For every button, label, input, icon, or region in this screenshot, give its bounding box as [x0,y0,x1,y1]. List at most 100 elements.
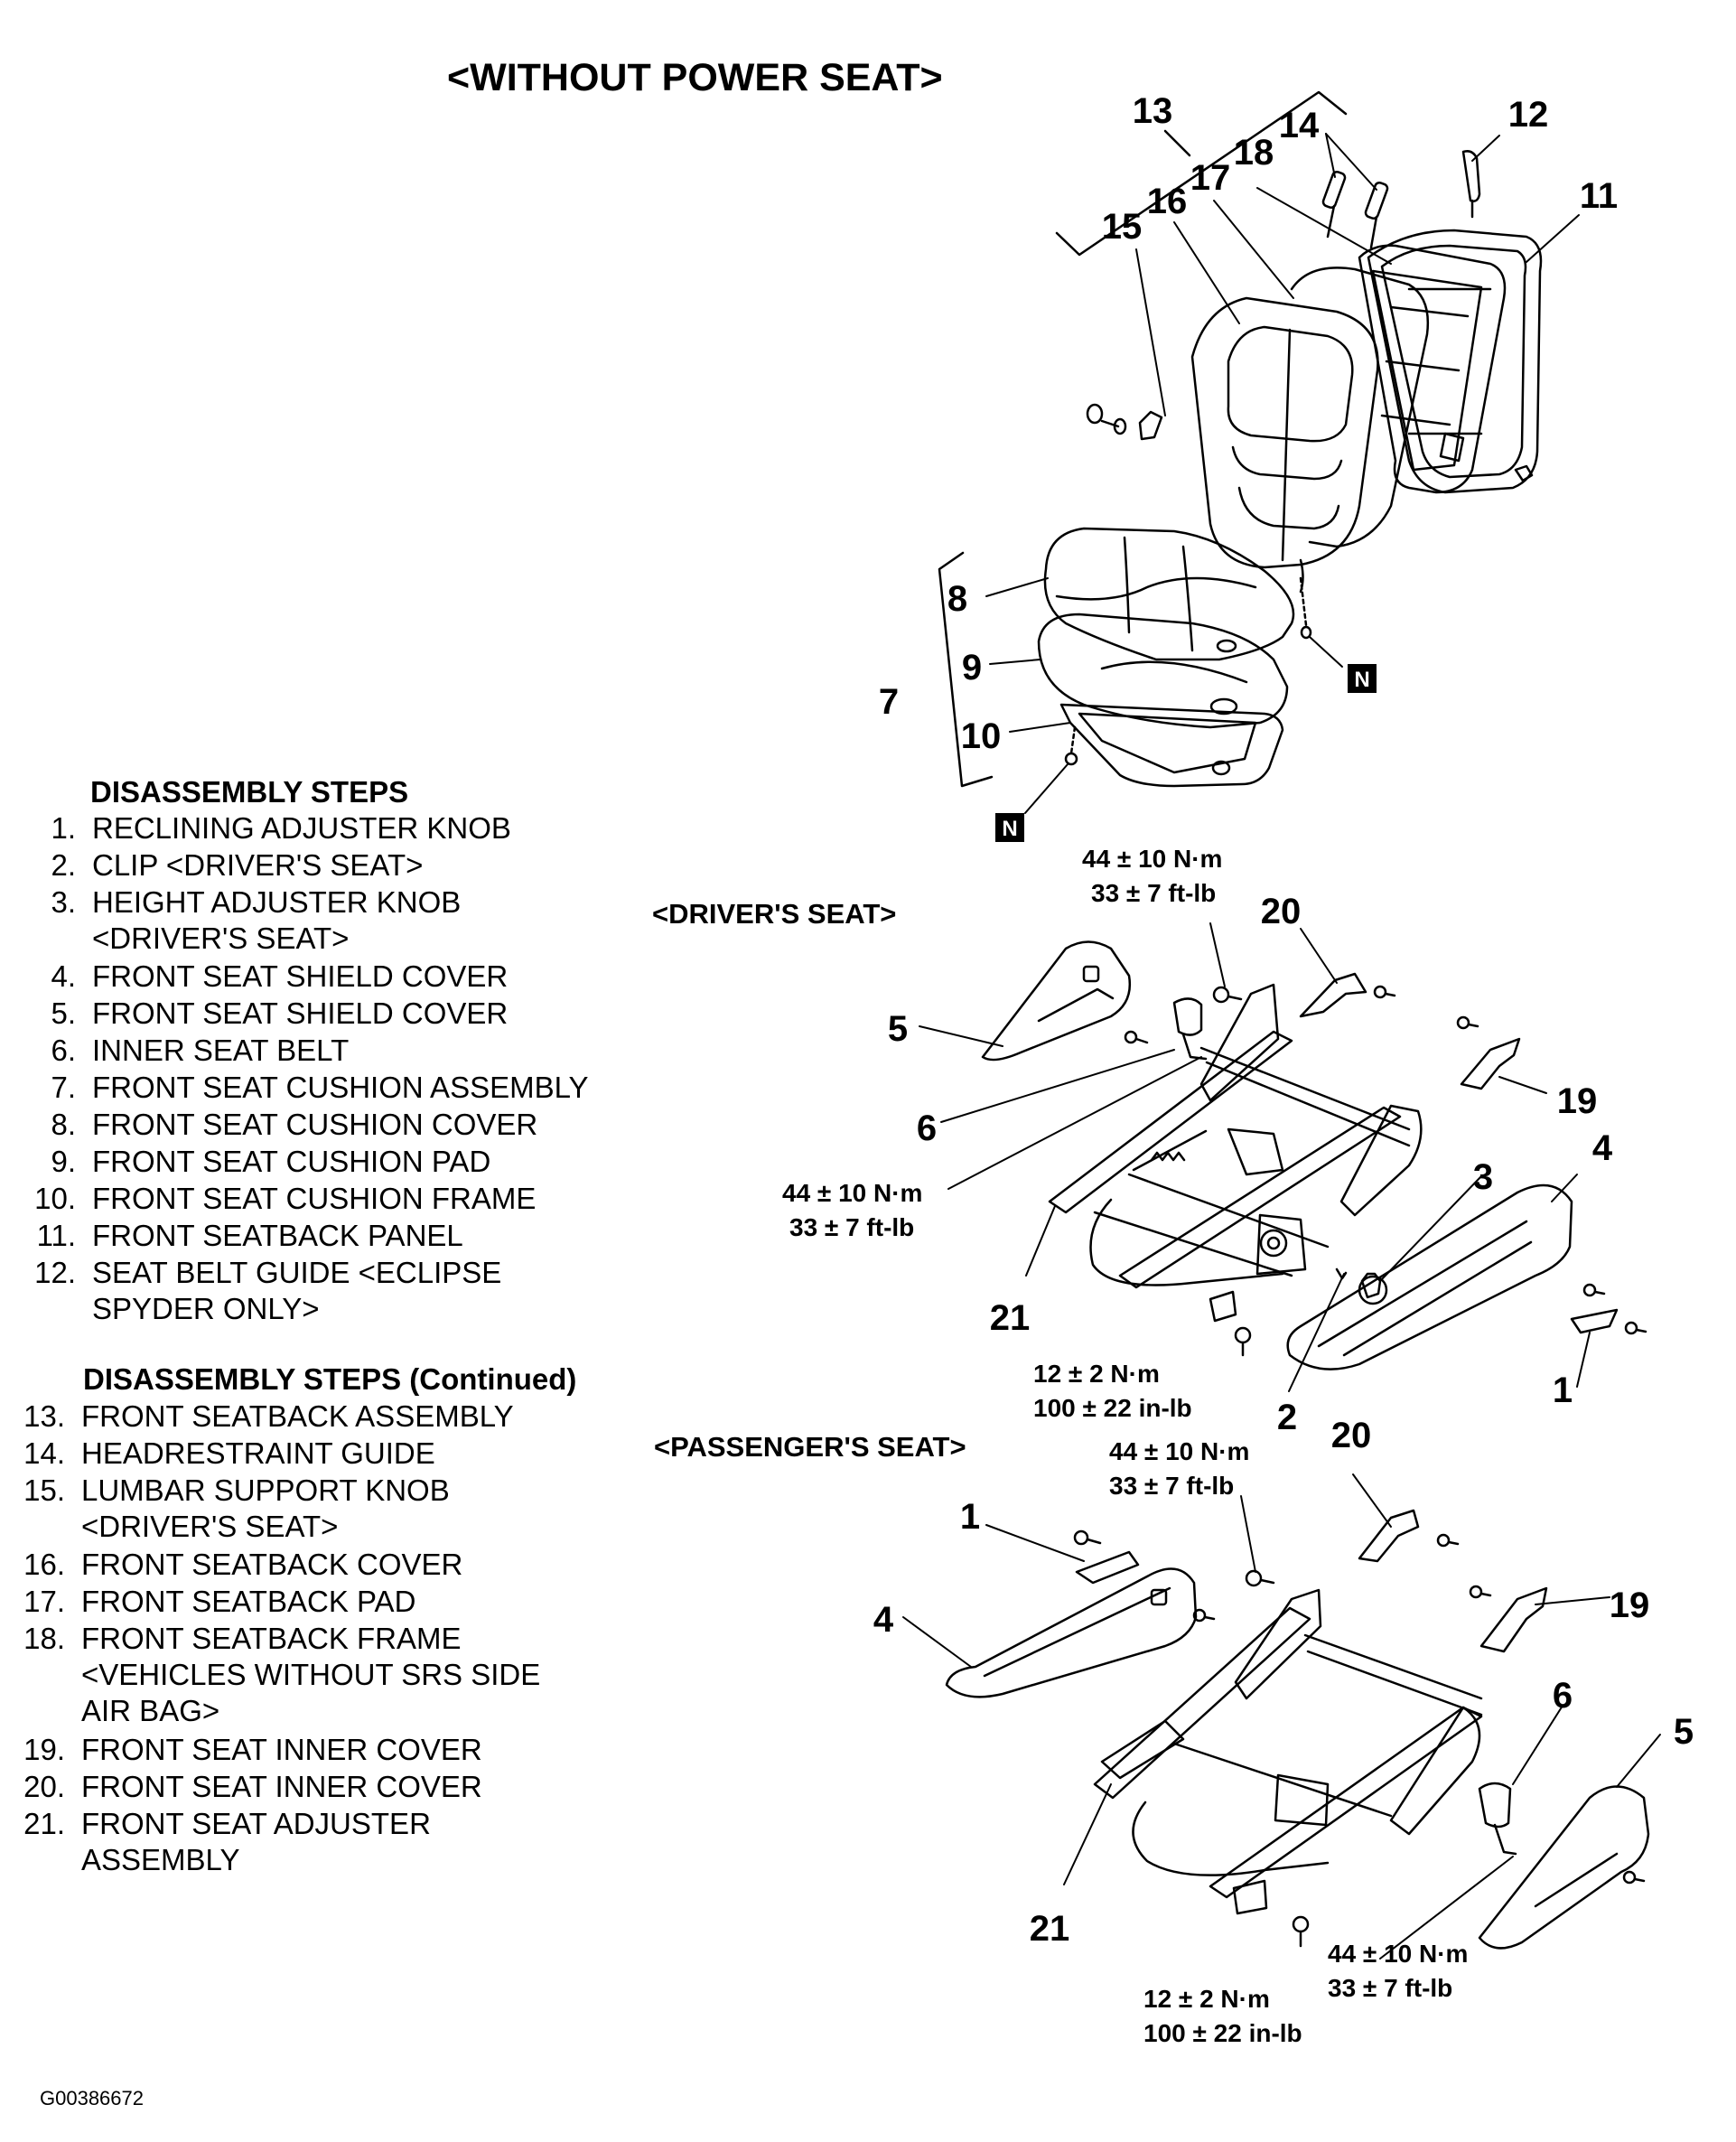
page-title: <WITHOUT POWER SEAT> [447,56,943,99]
torque-driver-belt-nm: 44 ± 10 N·m [782,1179,922,1207]
torque-specs: 44 ± 10 N·m 33 ± 7 ft-lb 44 ± 10 N·m 33 … [782,845,1468,2047]
step-17: 17.FRONT SEATBACK PAD [23,1585,416,1618]
step-8: 8.FRONT SEAT CUSHION COVER [51,1108,538,1141]
passenger-inner-seat-belt [1478,1782,1517,1856]
driver-callout-21: 21 [990,1298,1031,1338]
passengers-seat-heading: <PASSENGER'S SEAT> [654,1431,966,1463]
callout-14: 14 [1279,106,1320,145]
torque-top-nm: 44 ± 10 N·m [1082,845,1222,873]
step-5: 5.FRONT SEAT SHIELD COVER [51,996,509,1030]
callouts: 13 14 12 18 17 11 16 15 8 9 7 10 20 5 19… [873,91,1694,1949]
lumbar-support-knob [1086,403,1163,441]
step-6: 6.INNER SEAT BELT [51,1034,350,1067]
driver-callout-4: 4 [1592,1128,1613,1168]
driver-shield-cover-4 [1286,1183,1573,1370]
step-20: 20.FRONT SEAT INNER COVER [23,1770,482,1803]
driver-seat-adjuster-assembly [1048,983,1423,1323]
driver-shield-cover-5 [981,940,1132,1062]
callout-11: 11 [1580,176,1618,216]
driver-callout-3: 3 [1473,1157,1493,1197]
callout-17: 17 [1190,158,1231,198]
driver-callout-1: 1 [1553,1370,1573,1410]
passenger-callout-4: 4 [873,1600,894,1640]
torque-driver-adjuster-nm: 12 ± 2 N·m [1033,1360,1160,1388]
step-4: 4.FRONT SEAT SHIELD COVER [51,959,509,993]
nut-badge-cushion: N [1348,664,1377,693]
passenger-inner-cover-19 [1479,1586,1548,1653]
step-13: 13.FRONT SEATBACK ASSEMBLY [23,1399,514,1433]
seatback-assembly-bracket [1055,90,1348,257]
step-3: 3.HEIGHT ADJUSTER KNOB<DRIVER'S SEAT> [51,885,462,955]
passenger-callout-21: 21 [1030,1909,1070,1949]
driver-callout-5: 5 [888,1009,908,1049]
svg-text:N: N [1002,817,1017,841]
cushion-assembly-bracket [938,551,994,788]
headrestraint-guides [1321,170,1389,249]
step-11: 11.FRONT SEATBACK PANEL [36,1219,463,1252]
passenger-inner-cover-20 [1358,1509,1420,1563]
passenger-seat-adjuster-assembly [1093,1588,1483,1915]
step-18: 18.FRONT SEATBACK FRAME<VEHICLES WITHOUT… [23,1622,541,1727]
leader-lines [902,133,1661,1960]
torque-passenger-adjuster-nm: 12 ± 2 N·m [1143,1985,1270,2013]
callout-8: 8 [947,579,967,619]
seatback-cover [1190,296,1379,594]
passenger-reclining-knob [1075,1550,1140,1585]
step-14: 14.HEADRESTRAINT GUIDE [23,1436,435,1470]
svg-text:N: N [1354,668,1369,692]
torque-passenger-belt-ftlb: 33 ± 7 ft-lb [1328,1974,1452,2002]
cushion-frame [1059,703,1284,788]
cushion-grommet-left [1064,752,1078,766]
seatback-panel [1367,229,1543,494]
drivers-seat-heading: <DRIVER'S SEAT> [652,898,897,930]
driver-reclining-knob [1570,1308,1619,1334]
torque-driver-belt-ftlb: 33 ± 7 ft-lb [789,1213,914,1241]
seatback-pad [1290,267,1429,548]
callout-12: 12 [1508,95,1549,135]
step-2: 2.CLIP <DRIVER'S SEAT> [51,848,424,882]
torque-driver-adjuster-inlb: 100 ± 22 in-lb [1033,1394,1192,1422]
driver-inner-cover-19 [1460,1037,1521,1090]
panel-clip [1514,464,1534,482]
driver-inner-seat-belt [1172,997,1208,1061]
figure-id: G00386672 [40,2087,144,2109]
torque-top-ftlb: 33 ± 7 ft-lb [1091,879,1216,907]
torque-passenger-top-nm: 44 ± 10 N·m [1109,1437,1249,1465]
passenger-callout-20: 20 [1331,1416,1372,1455]
driver-callout-2: 2 [1277,1398,1297,1437]
torque-passenger-adjuster-inlb: 100 ± 22 in-lb [1143,2019,1302,2047]
step-7: 7.FRONT SEAT CUSHION ASSEMBLY [51,1071,589,1104]
steps-heading: DISASSEMBLY STEPS [90,775,409,809]
steps-heading-continued: DISASSEMBLY STEPS (Continued) [83,1362,577,1396]
callout-9: 9 [962,648,982,687]
step-19: 19.FRONT SEAT INNER COVER [23,1733,482,1766]
passenger-callout-6: 6 [1553,1676,1573,1716]
torque-passenger-top-ftlb: 33 ± 7 ft-lb [1109,1472,1234,1500]
cushion-grommet-right-leader [1299,576,1308,627]
callout-18: 18 [1234,133,1274,173]
cushion-cover [1043,527,1295,661]
driver-callout-6: 6 [917,1108,937,1148]
passenger-shield-cover-5 [1478,1785,1650,1950]
driver-bolts [1124,985,1647,1357]
passenger-bolts [1073,1529,1646,1948]
step-9: 9.FRONT SEAT CUSHION PAD [51,1145,491,1178]
callout-16: 16 [1147,182,1188,221]
callout-15: 15 [1102,207,1143,247]
step-10: 10.FRONT SEAT CUSHION FRAME [34,1182,537,1215]
callout-10: 10 [961,716,1002,756]
seat-belt-guide [1461,150,1481,219]
torque-passenger-belt-nm: 44 ± 10 N·m [1328,1940,1468,1968]
passenger-callout-1: 1 [960,1497,980,1537]
cushion-grommet-left-leader [1069,725,1077,755]
step-15: 15.LUMBAR SUPPORT KNOB<DRIVER'S SEAT> [23,1473,450,1543]
driver-inner-cover-20 [1299,972,1367,1018]
cushion-grommet-right [1300,625,1312,640]
passenger-callout-5: 5 [1674,1712,1694,1752]
passenger-shield-cover-4 [945,1567,1198,1698]
passenger-callout-19: 19 [1610,1585,1650,1625]
seatback-frame [1358,244,1507,494]
